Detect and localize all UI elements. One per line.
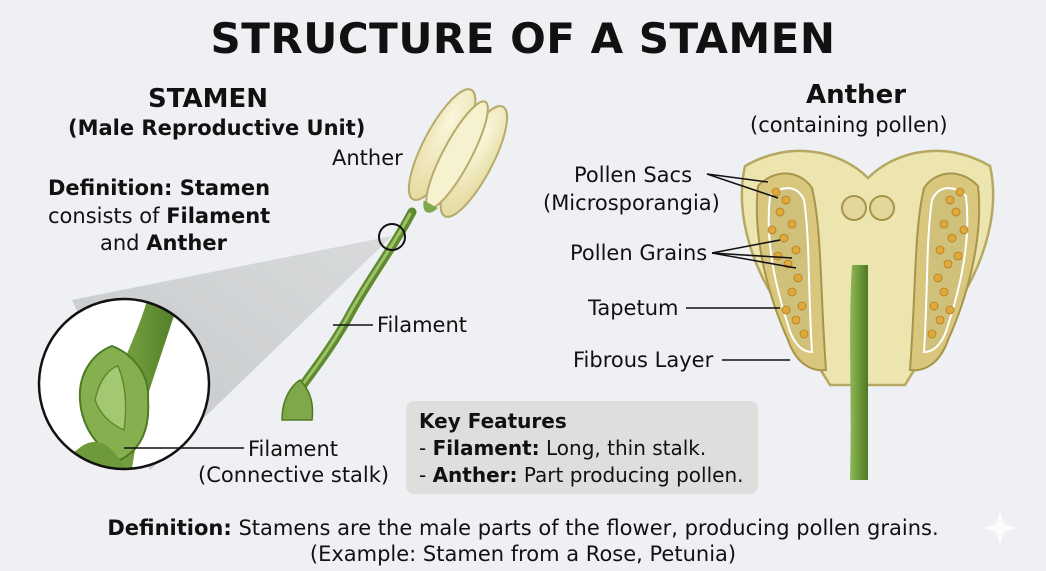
tapetum-label: Tapetum: [588, 296, 679, 320]
definition-line-2: consists of Filament: [48, 204, 271, 228]
stamen-heading: STAMEN: [148, 84, 268, 114]
sparkle-icon: [984, 512, 1016, 544]
footer-example: (Example: Stamen from a Rose, Petunia): [309, 542, 737, 566]
filament-zoom-label: Filament: [248, 437, 339, 461]
definition-line-1: Definition: Stamen: [48, 176, 271, 200]
zoom-marker: [378, 223, 406, 251]
anther-heading: Anther: [806, 80, 907, 110]
pollen-sacs-label: Pollen Sacs: [574, 163, 693, 187]
key-feature-anther: - Anther: Part producing pollen.: [419, 463, 744, 487]
filament-zoom-sublabel: (Connective stalk): [198, 463, 390, 487]
pollen-dots: [767, 187, 969, 339]
definition-line-3: and Anther: [100, 231, 227, 255]
filament-base: [281, 379, 314, 421]
anther-illustration: [407, 88, 509, 218]
fibrous-layer-label: Fibrous Layer: [573, 348, 714, 372]
pollen-grains-label: Pollen Grains: [570, 241, 708, 265]
anther-subheading: (containing pollen): [750, 113, 948, 137]
key-feature-filament: - Filament: Long, thin stalk.: [419, 436, 707, 460]
key-features-title: Key Features: [419, 409, 567, 433]
footer-definition: Definition: Stamens are the male parts o…: [107, 516, 939, 540]
key-features-box: Key Features - Filament: Long, thin stal…: [406, 401, 758, 494]
filament-label: Filament: [377, 313, 468, 337]
zoom-circle: [37, 297, 211, 471]
anther-label: Anther: [332, 146, 403, 170]
anther-cross-section: [740, 149, 995, 480]
page-title: STRUCTURE OF A STAMEN: [210, 14, 836, 63]
stamen-subheading: (Male Reproductive Unit): [68, 116, 366, 140]
pollen-sacs-sublabel: (Microsporangia): [543, 191, 720, 215]
